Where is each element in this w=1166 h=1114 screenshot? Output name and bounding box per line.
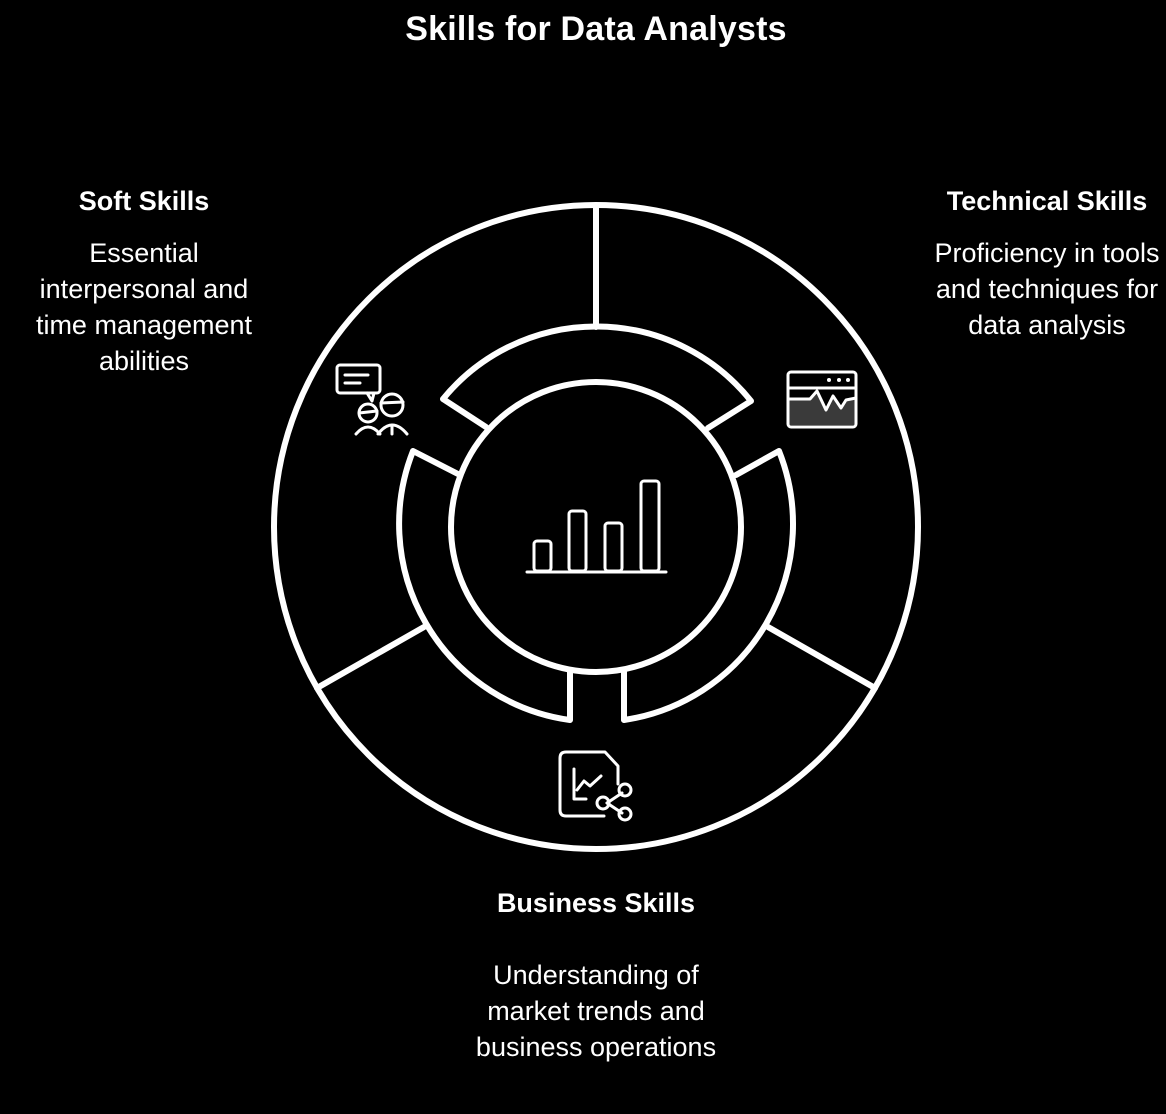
soft-skills-description: Essential interpersonal and time managem… — [35, 238, 253, 376]
diagram-title: Skills for Data Analysts — [405, 10, 787, 48]
soft-skills-title: Soft Skills — [78, 186, 210, 216]
people-chat-icon — [335, 363, 409, 436]
band-segment-top — [440, 323, 754, 431]
technical-skills-description: Proficiency in tools and techniques for … — [934, 238, 1160, 340]
business-skills-label: Business Skills Understanding of market … — [460, 887, 732, 1065]
bar-chart-icon — [525, 479, 668, 574]
soft-skills-label: Soft Skills Essential interpersonal and … — [20, 185, 268, 379]
divider-lower-left — [314, 624, 427, 691]
business-skills-description: Understanding of market trends and busin… — [475, 960, 717, 1062]
monitor-waveform-icon — [786, 370, 858, 429]
band-segment-left — [396, 448, 573, 723]
business-skills-title: Business Skills — [496, 888, 696, 918]
inner-circle — [448, 379, 744, 675]
document-chart-share-icon — [558, 750, 633, 822]
technical-skills-label: Technical Skills Proficiency in tools an… — [928, 185, 1166, 343]
technical-skills-title: Technical Skills — [946, 186, 1148, 216]
divider-lower-right — [765, 624, 878, 691]
band-segment-right — [621, 448, 796, 723]
